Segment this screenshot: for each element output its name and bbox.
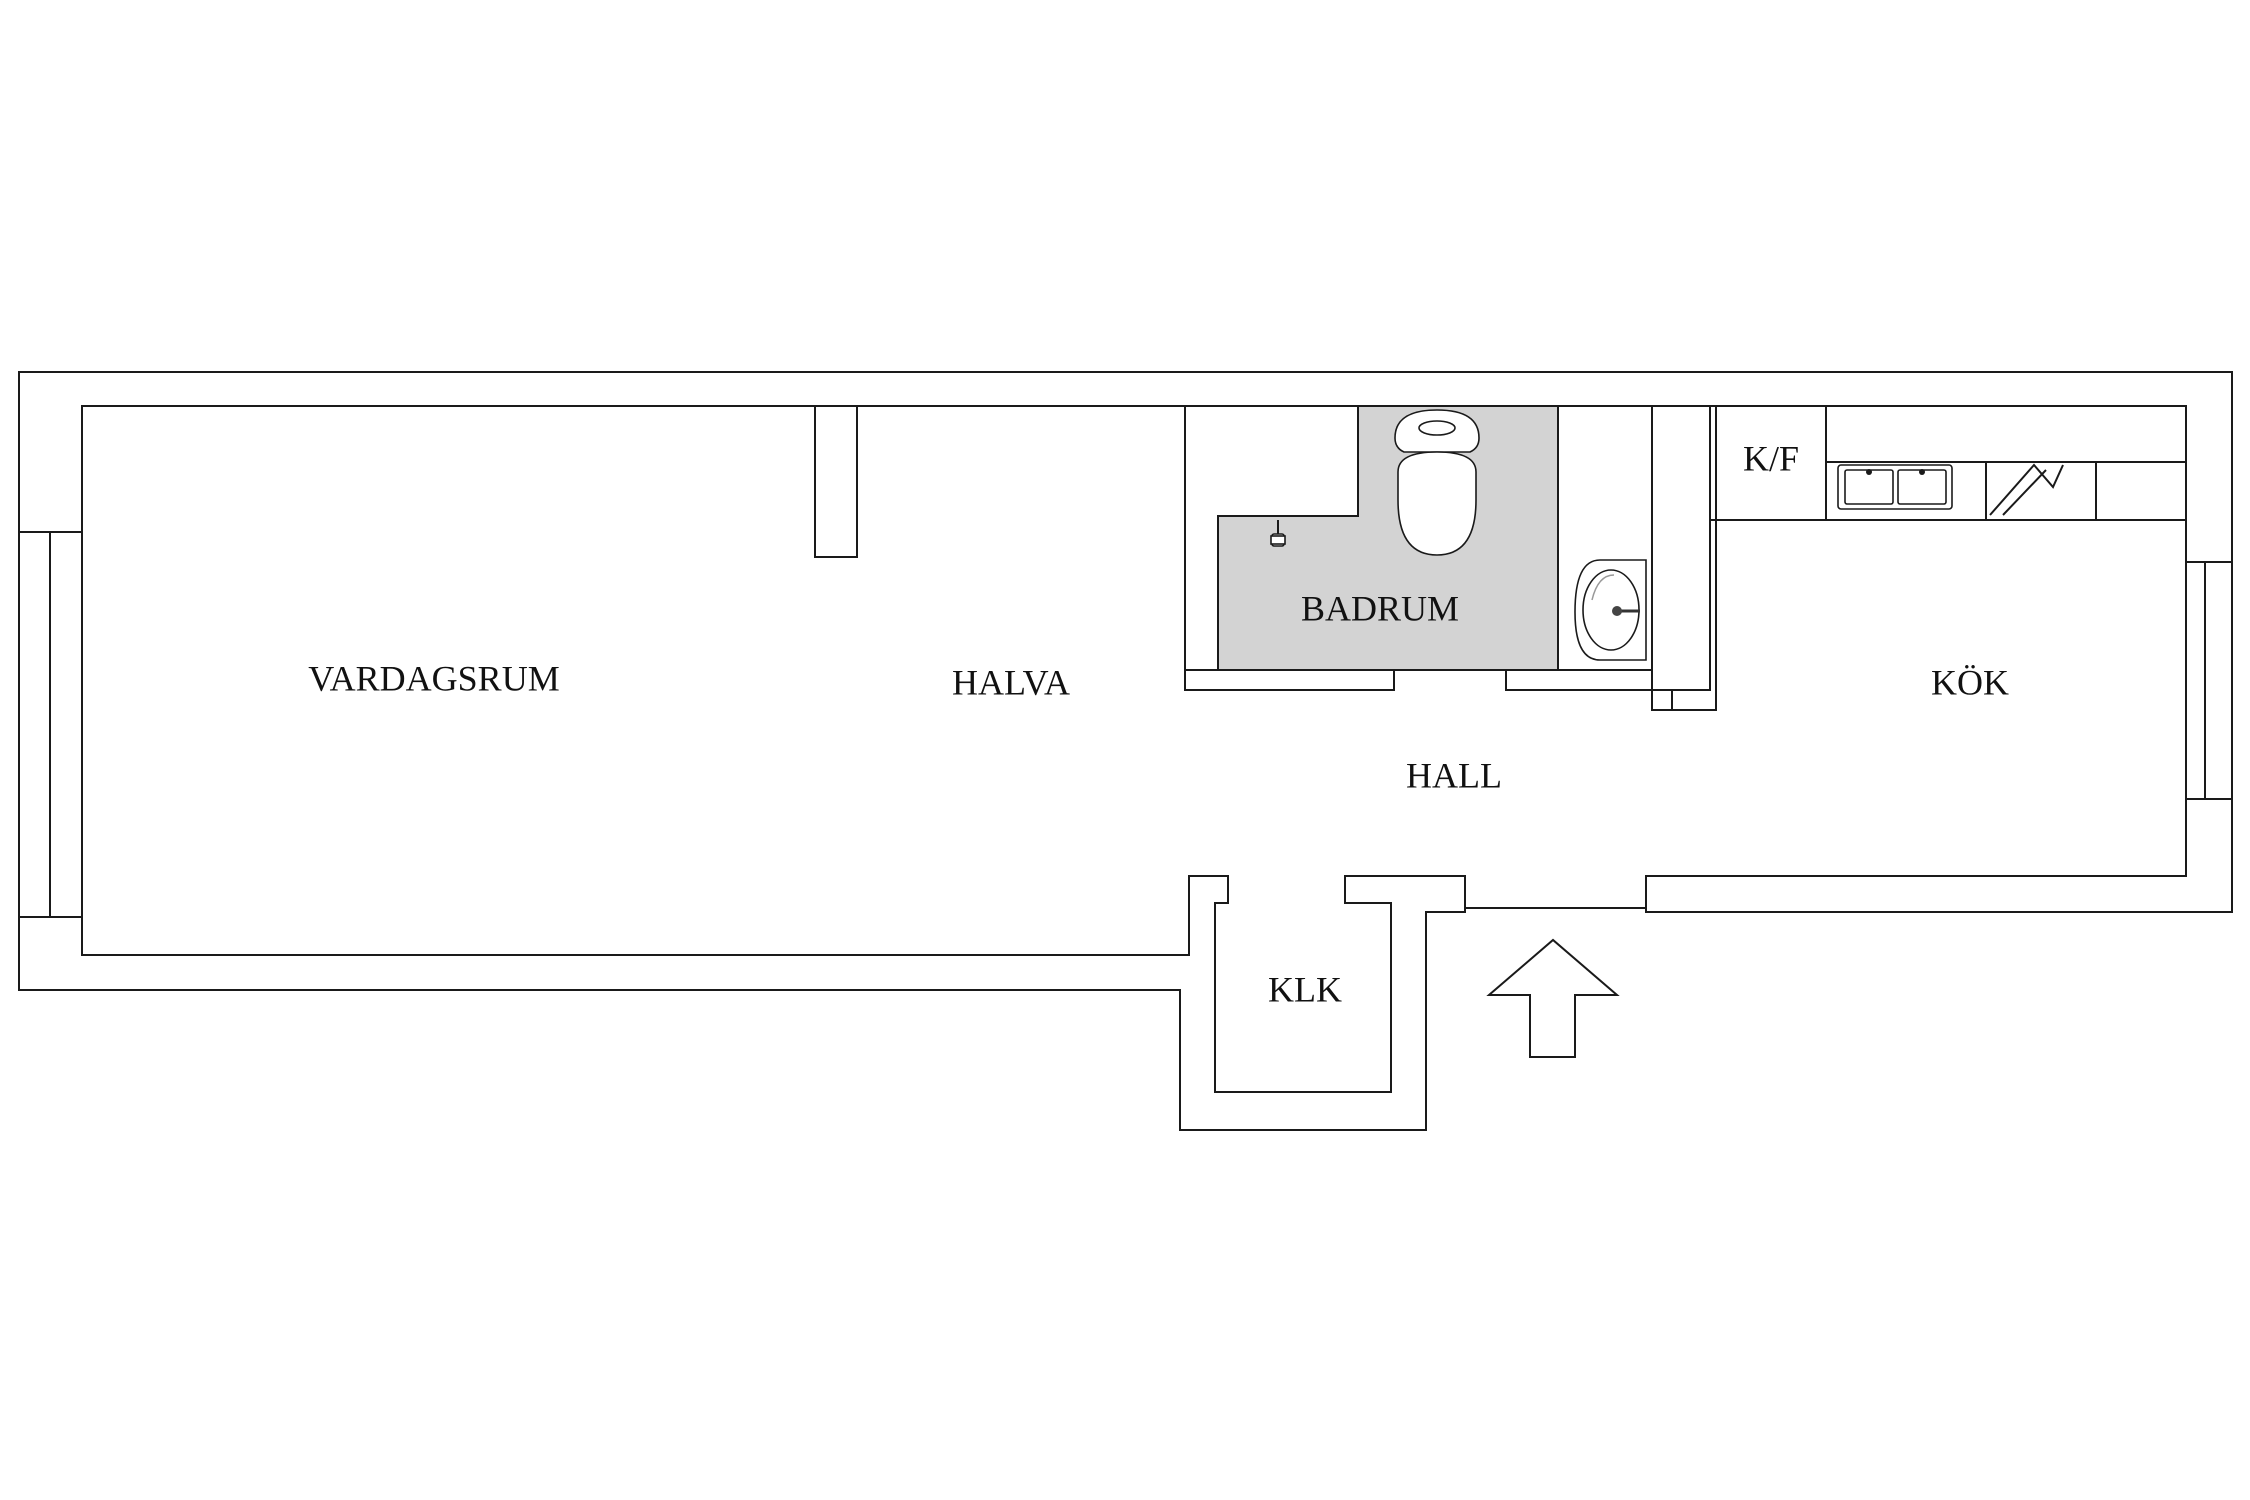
window-right (2185, 561, 2233, 800)
room-label-badrum: BADRUM (1301, 588, 1459, 628)
room-label-hall: HALL (1406, 755, 1502, 795)
kitchen-sink-icon (1837, 464, 1953, 510)
room-label-klk: KLK (1268, 969, 1342, 1009)
bathroom-door-wall (1184, 669, 1395, 691)
stove-icon (1989, 463, 2064, 516)
window-left (18, 531, 83, 918)
outer-walls (18, 371, 2233, 1131)
room-label-kok: KÖK (1931, 662, 2009, 702)
room-label-vardagsrum: VARDAGSRUM (308, 658, 559, 698)
partition-stub (814, 405, 858, 558)
room-label-halva: HALVA (952, 662, 1070, 702)
room-label-kf: K/F (1743, 438, 1799, 478)
toilet-icon (1394, 409, 1480, 556)
entrance-arrow-icon (1486, 938, 1620, 1058)
sink-icon (1574, 559, 1647, 661)
fridge-freezer (1715, 405, 1827, 521)
faucet-icon (1270, 520, 1286, 547)
